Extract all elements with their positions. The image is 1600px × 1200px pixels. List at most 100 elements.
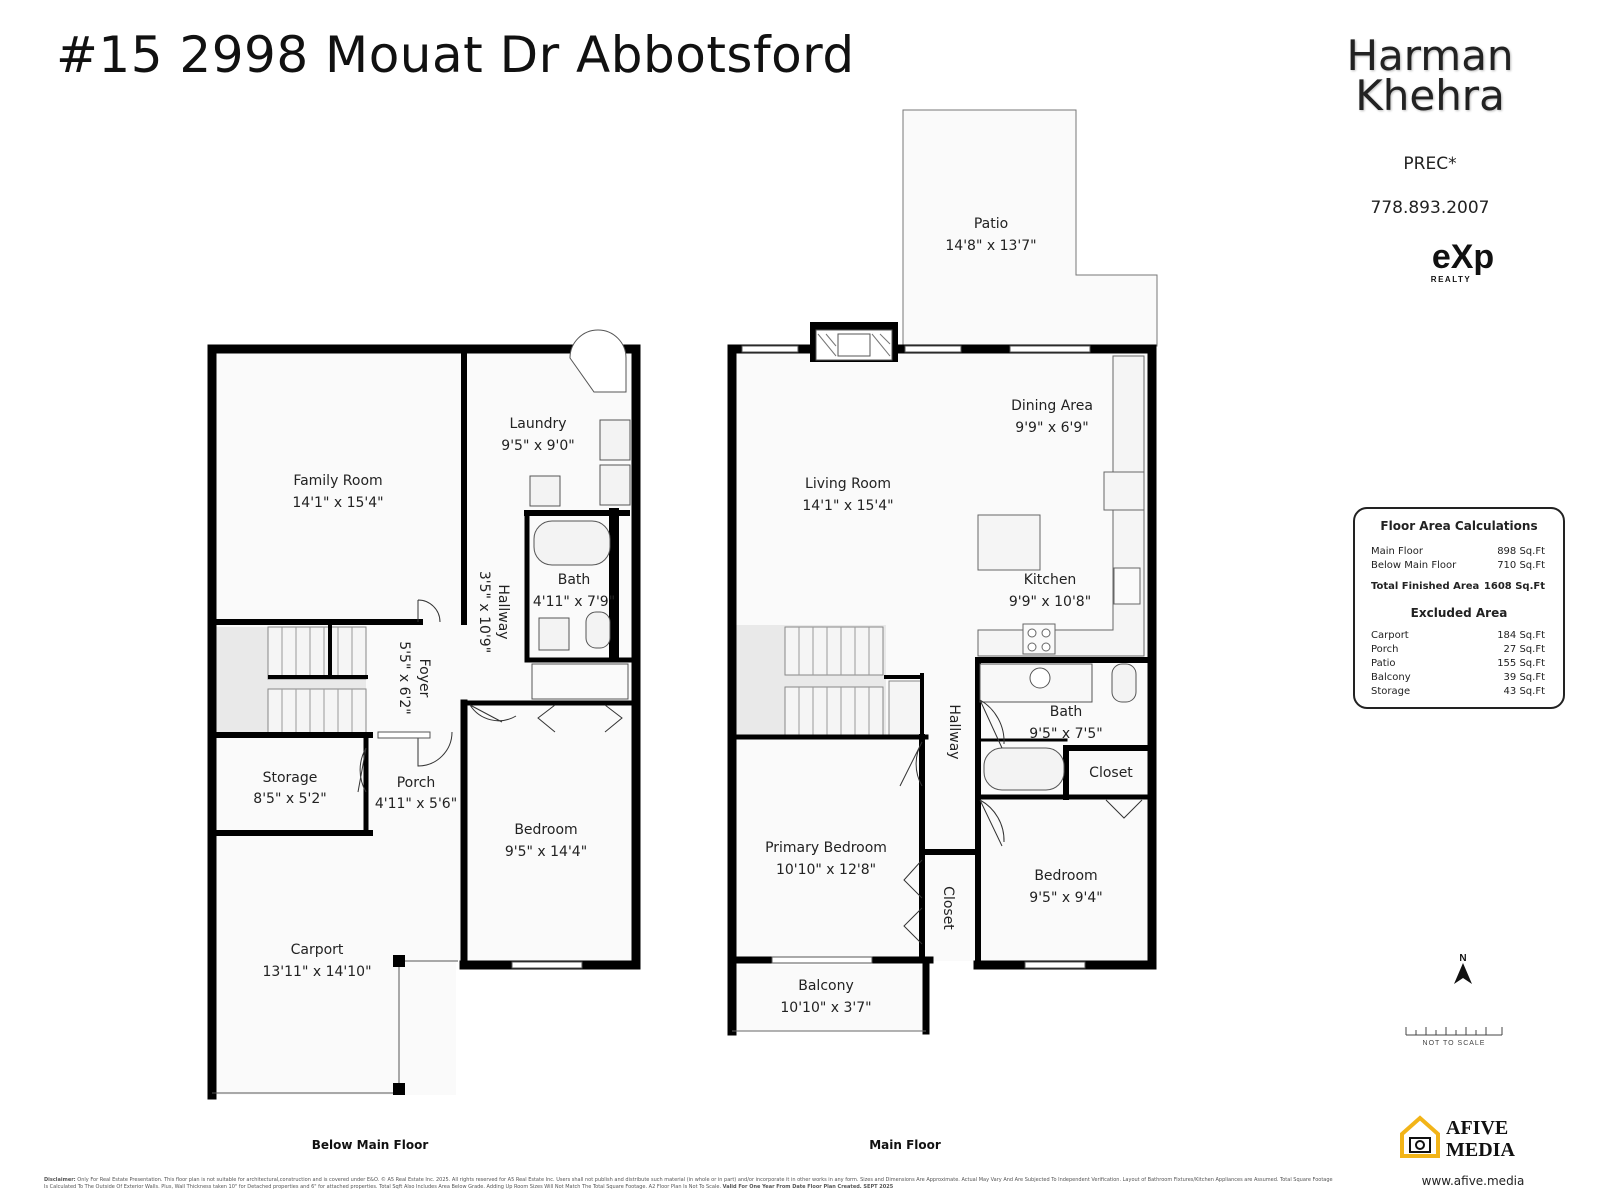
room-name: Kitchen [1024, 572, 1077, 588]
area-label: Below Main Floor [1371, 560, 1457, 571]
disclaimer-label: Disclaimer: [44, 1177, 76, 1183]
room-dims: 9'9" x 6'9" [1015, 420, 1088, 436]
room-name: Closet [1089, 765, 1133, 781]
floor-area-calculations: Floor Area Calculations Main Floor 898 S… [1353, 507, 1565, 709]
agent-phone: 778.893.2007 [1370, 198, 1490, 218]
room-name: Bath [1050, 704, 1083, 720]
room-name: Carport [291, 942, 344, 958]
scale-bar-icon: NOT TO SCALE [1405, 1027, 1503, 1047]
room-name: Patio [974, 216, 1008, 232]
below-fixtures [529, 329, 631, 700]
room-name: Porch [397, 775, 436, 791]
floor-label-below-main: Below Main Floor [311, 1138, 429, 1152]
compass-label: N [1459, 953, 1466, 964]
footer-url[interactable]: www.afive.media [1421, 1174, 1525, 1188]
main-bath-fixtures [979, 663, 1137, 791]
room-dims: 3'5" x 10'9" [476, 571, 492, 653]
room-name: Living Room [805, 476, 891, 492]
below-main-floor-plan: Family Room 14'1" x 15'4" Laundry 9'5" x… [207, 329, 641, 1100]
room-name: Foyer [416, 659, 432, 698]
floor-label-main: Main Floor [869, 1138, 941, 1152]
area-value: 1608 Sq.Ft [1483, 581, 1545, 592]
room-dims: 9'5" x 9'0" [501, 438, 574, 454]
agent-designation: PREC* [1403, 154, 1457, 174]
room-dims: 9'5" x 14'4" [505, 844, 587, 860]
room-dims: 4'11" x 5'6" [375, 796, 457, 812]
room-name: Hallway [495, 584, 511, 639]
room-dims: 14'8" x 13'7" [945, 238, 1036, 254]
logo-line2: MEDIA [1446, 1139, 1515, 1161]
room-name: Laundry [509, 416, 566, 432]
room-name: Bedroom [1034, 868, 1097, 884]
room-dims: 9'5" x 7'5" [1029, 726, 1102, 742]
area-label: Patio [1371, 658, 1396, 669]
disclaimer-text: Only For Real Estate Presentation. This … [44, 1177, 1333, 1190]
room-dims: 10'10" x 3'7" [780, 1000, 871, 1016]
area-row-storage: Storage 43 Sq.Ft [1371, 686, 1545, 699]
carport-post [393, 955, 405, 967]
fireplace [810, 322, 898, 362]
area-value: 43 Sq.Ft [1503, 686, 1545, 697]
kitchen-counters [977, 355, 1145, 657]
area-row-main-floor: Main Floor 898 Sq.Ft [1371, 546, 1545, 559]
room-name: Bath [558, 572, 591, 588]
area-value: 898 Sq.Ft [1497, 546, 1545, 557]
room-name: Primary Bedroom [765, 840, 887, 856]
area-label: Storage [1371, 686, 1411, 697]
main-doors [899, 699, 1143, 945]
room-name: Closet [940, 886, 956, 930]
room-dims: 14'1" x 15'4" [292, 495, 383, 511]
room-dims: 14'1" x 15'4" [802, 498, 893, 514]
windows [377, 345, 1091, 1032]
room-name: Hallway [946, 704, 962, 759]
agent-last-name: Khehra [1355, 71, 1505, 120]
area-label: Balcony [1371, 672, 1411, 683]
room-name: Balcony [798, 978, 854, 994]
main-stairs [736, 625, 922, 736]
area-row-below-main: Below Main Floor 710 Sq.Ft [1371, 560, 1545, 573]
room-dims: 10'10" x 12'8" [776, 862, 876, 878]
brokerage-mark: eXp [1432, 238, 1494, 276]
area-row-carport: Carport 184 Sq.Ft [1371, 630, 1545, 643]
below-stairs [216, 626, 367, 738]
area-calc-title: Floor Area Calculations [1380, 519, 1538, 533]
main-floor-plan: Patio 14'8" x 13'7" Dining Area 9'9" x 6… [377, 109, 1158, 1036]
agent-first-name: Harman [1346, 31, 1514, 80]
area-row-balcony: Balcony 39 Sq.Ft [1371, 672, 1545, 685]
excluded-area-title: Excluded Area [1410, 606, 1508, 620]
logo-line1: AFIVE [1446, 1117, 1508, 1139]
area-value: 39 Sq.Ft [1503, 672, 1545, 683]
room-dims: 13'11" x 14'10" [262, 964, 371, 980]
disclaimer-valid: Valid For One Year From Date Floor Plan … [722, 1184, 894, 1190]
room-dims: 9'9" x 10'8" [1009, 594, 1091, 610]
page-title: #15 2998 Mouat Dr Abbotsford [56, 26, 855, 84]
carport-fill [212, 837, 456, 1095]
area-label: Porch [1371, 644, 1399, 655]
room-dims: 5'5" x 6'2" [396, 641, 412, 714]
room-name: Dining Area [1011, 398, 1093, 414]
exp-realty-logo-icon: eXp REALTY [1431, 238, 1494, 284]
brokerage-sub: REALTY [1431, 275, 1471, 284]
area-label: Main Floor [1371, 546, 1423, 557]
area-value: 710 Sq.Ft [1497, 560, 1545, 571]
carport-post [393, 1083, 405, 1095]
area-label: Carport [1371, 630, 1409, 641]
area-row-patio: Patio 155 Sq.Ft [1371, 658, 1545, 671]
room-name: Storage [263, 770, 318, 786]
afive-media-logo-icon: AFIVE MEDIA [1400, 1115, 1515, 1161]
room-name: Family Room [293, 473, 382, 489]
area-row-porch: Porch 27 Sq.Ft [1371, 644, 1545, 657]
room-dims: 4'11" x 7'9" [533, 594, 615, 610]
north-arrow-icon: N [1454, 953, 1472, 984]
area-value: 184 Sq.Ft [1497, 630, 1545, 641]
area-value: 27 Sq.Ft [1503, 644, 1545, 655]
scale-label: NOT TO SCALE [1423, 1040, 1486, 1047]
room-dims: 8'5" x 5'2" [253, 791, 326, 807]
balcony-fill [732, 965, 926, 1031]
area-row-total: Total Finished Area 1608 Sq.Ft [1371, 581, 1545, 594]
below-doors [357, 599, 623, 793]
room-dims: 9'5" x 9'4" [1029, 890, 1102, 906]
disclaimer: Disclaimer: Only For Real Estate Present… [44, 1177, 1334, 1191]
area-value: 155 Sq.Ft [1497, 658, 1545, 669]
